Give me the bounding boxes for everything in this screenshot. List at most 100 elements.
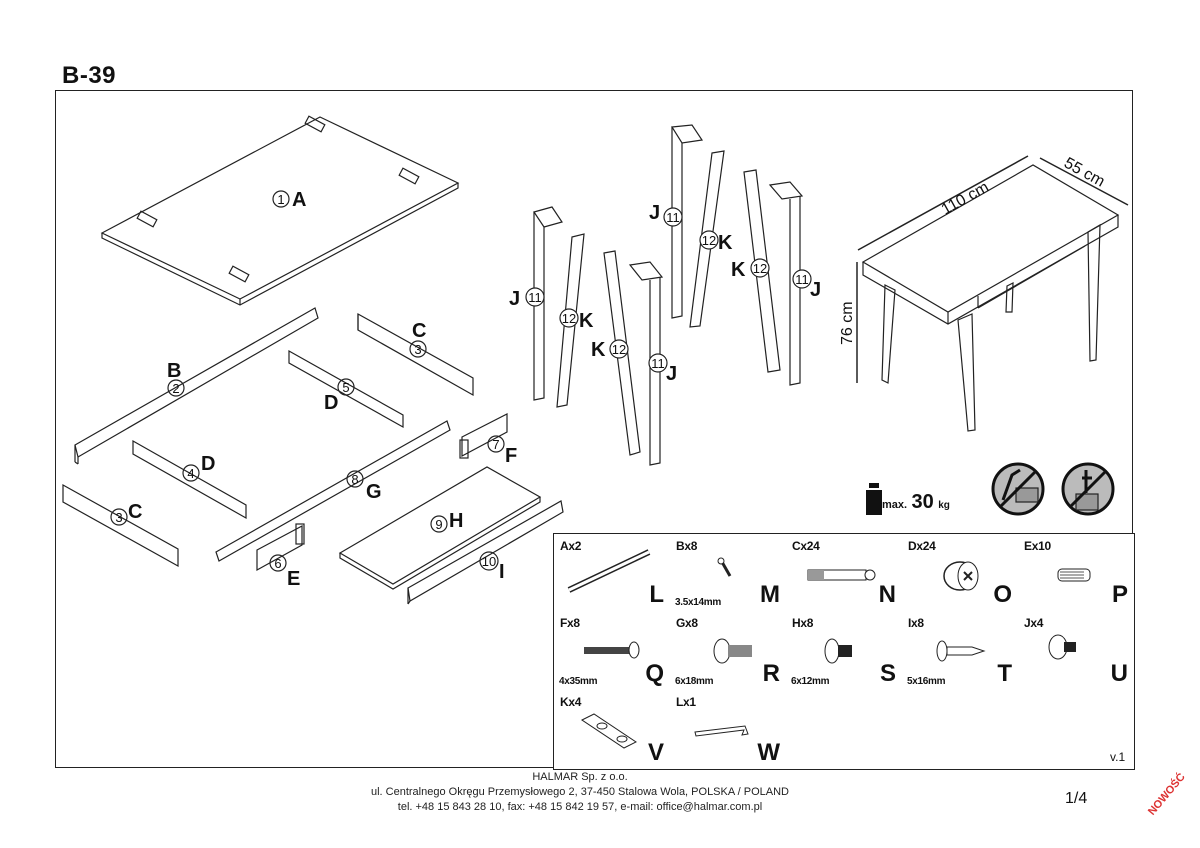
hardware-cell-p: Ex10 P (1018, 533, 1135, 612)
hardware-code: W (757, 739, 780, 766)
hardware-size: 5x16mm (907, 676, 946, 687)
leg-j-number-1: 11 (528, 290, 542, 305)
hardware-cell-t: Ix8 5x16mm T (902, 611, 1019, 691)
drawer-slide-icon (567, 549, 651, 593)
drawer-bottom-h-letter: H (449, 510, 463, 532)
hardware-quantity: Gx8 (676, 616, 698, 630)
hex-bolt-short-icon (824, 638, 852, 664)
pan-head-screw-icon (936, 640, 986, 662)
leg-j-number-2: 11 (651, 356, 665, 371)
leg-k-number-3: 12 (702, 233, 716, 248)
leveling-foot-icon (1048, 634, 1076, 660)
hardware-code: U (1110, 660, 1128, 687)
bracket-f-number: 7 (492, 437, 499, 452)
hardware-code: R (762, 660, 780, 687)
hardware-quantity: Fx8 (560, 616, 580, 630)
leg-j-number-4: 11 (795, 272, 809, 287)
side-c-lower (62, 483, 179, 568)
hardware-quantity: Ax2 (560, 539, 582, 553)
brace-d-4-number: 4 (187, 466, 194, 481)
rail-b (74, 307, 319, 465)
hardware-quantity: Jx4 (1024, 616, 1044, 630)
load-prefix: max. (882, 499, 908, 511)
load-unit: kg (938, 500, 950, 511)
no-climbing-icon (991, 462, 1045, 516)
hardware-empty-cell (786, 690, 1135, 770)
no-standing-icon (1061, 462, 1115, 516)
brace-d-5 (288, 349, 404, 429)
footer-company: HALMAR Sp. z o.o. (532, 771, 628, 783)
hardware-code: M (760, 581, 780, 608)
hardware-cell-q: Fx8 4x35mm Q (553, 611, 671, 691)
leg-j-letter-2: J (666, 363, 677, 385)
brace-d-5-letter: D (324, 392, 338, 414)
side-c-upper-number: 3 (414, 342, 421, 357)
page-number: 1/4 (1065, 790, 1088, 807)
hardware-cell-u: Jx4 U (1018, 611, 1135, 691)
assembled-desk-illustration (856, 155, 1129, 432)
leg-j-letter-4: J (810, 279, 821, 301)
hardware-cell-v: Kx4 V (553, 690, 671, 770)
hardware-cell-n: Cx24 N (786, 533, 903, 612)
side-c-upper-letter: C (412, 320, 426, 342)
drawer-front-i (407, 500, 564, 605)
leg-k-letter-2: K (591, 339, 606, 361)
hardware-quantity: Hx8 (792, 616, 814, 630)
leg-j-number-3: 11 (666, 210, 680, 225)
connector-plate-icon (581, 713, 637, 749)
bracket-e (256, 523, 305, 572)
hardware-code: S (879, 660, 896, 687)
load-value: 30 (911, 491, 934, 513)
leg-k-letter-4: K (731, 259, 746, 281)
side-c-upper (357, 312, 474, 397)
hardware-cell-w: Lx1 W (670, 690, 787, 770)
hardware-table: Ax2 L Bx8 3.5x14mm M Cx24 N Dx24 O Ex10 … (553, 533, 1135, 770)
bracket-e-letter: E (287, 568, 300, 590)
hardware-quantity: Ex10 (1024, 539, 1051, 553)
hardware-code: N (878, 581, 896, 608)
hardware-size: 6x18mm (675, 676, 714, 687)
hardware-code: L (649, 581, 664, 608)
bracket-e-number: 6 (274, 556, 281, 571)
model-code-title: B-39 (62, 62, 117, 89)
allen-key-icon (694, 725, 749, 737)
hex-bolt-icon (713, 638, 752, 664)
panel-a-number-badge (272, 190, 290, 208)
hardware-quantity: Dx24 (908, 539, 936, 553)
leg-k-letter-1: K (579, 310, 594, 332)
drawer-bottom-h (338, 466, 542, 590)
hardware-cell-r: Gx8 6x18mm R (670, 611, 787, 691)
panel-a-number: 1 (277, 192, 284, 207)
brace-d-4-letter: D (201, 453, 215, 475)
hardware-cell-m: Bx8 3.5x14mm M (670, 533, 787, 612)
hardware-quantity: Lx1 (676, 695, 696, 709)
drawer-front-i-number: 10 (482, 554, 496, 569)
dimension-height: 76 cm (839, 301, 856, 345)
panel-a-top (100, 115, 460, 306)
leg-k-letter-3: K (718, 232, 733, 254)
hardware-code: T (997, 660, 1012, 687)
drawer-bottom-h-number: 9 (435, 517, 442, 532)
cam-bolt-icon (807, 569, 876, 581)
weight-icon (866, 483, 882, 515)
hardware-quantity: Bx8 (676, 539, 698, 553)
hardware-quantity: Kx4 (560, 695, 582, 709)
hardware-code: O (993, 581, 1012, 608)
leg-k-number-2: 12 (612, 342, 626, 357)
hardware-cell-s: Hx8 6x12mm S (786, 611, 903, 691)
footer-contact: tel. +48 15 843 28 10, fax: +48 15 842 1… (397, 801, 763, 813)
hardware-quantity: Cx24 (792, 539, 820, 553)
rail-g (215, 420, 451, 562)
footer-address: ul. Centralnego Okręgu Przemysłowego 2, … (370, 786, 789, 798)
hardware-size: 3.5x14mm (675, 597, 721, 608)
side-c-lower-number: 3 (115, 510, 122, 525)
rail-g-number: 8 (351, 472, 358, 487)
wooden-dowel-icon (1057, 568, 1091, 582)
legs-group (533, 124, 804, 466)
brace-d-4 (132, 439, 247, 520)
hardware-code: P (1111, 581, 1128, 608)
hardware-code: Q (645, 660, 664, 687)
hardware-size: 4x35mm (559, 676, 598, 687)
rail-g-letter: G (366, 481, 382, 503)
